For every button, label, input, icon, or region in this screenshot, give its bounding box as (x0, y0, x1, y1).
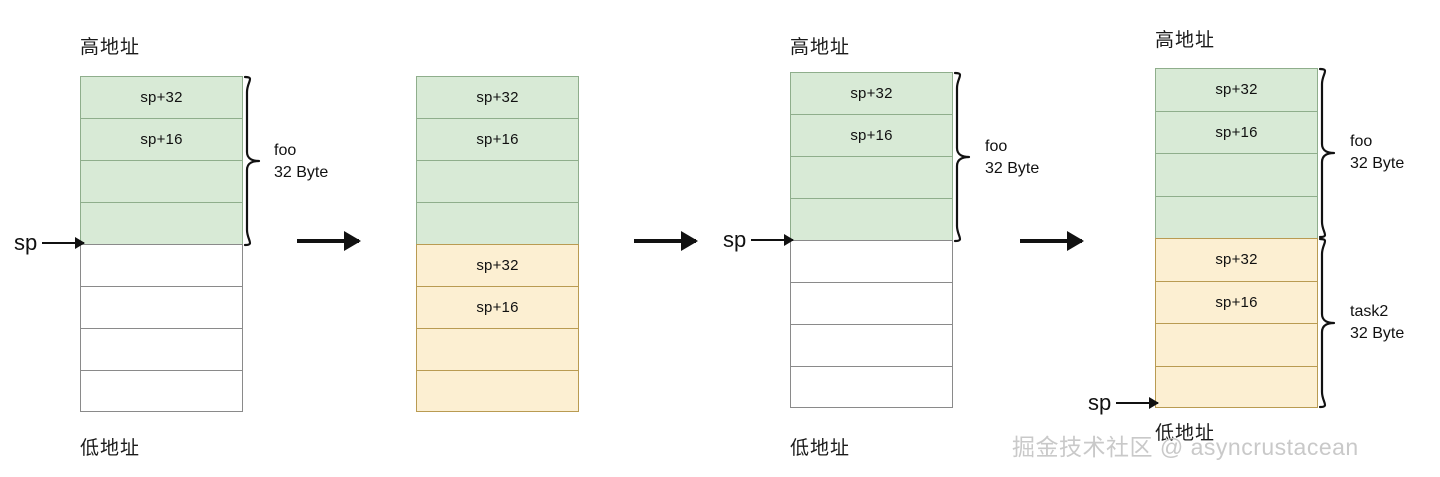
stack-1-cell-5 (80, 286, 243, 328)
stack-3-cell-7 (790, 366, 953, 408)
stack-4-brace-task2-line2: 32 Byte (1350, 324, 1405, 342)
stack-2-cell-0: sp+32 (416, 76, 579, 118)
stack-4-brace-task2-label: task2 32 Byte (1350, 301, 1404, 344)
stack-4-cell-3 (1155, 195, 1318, 238)
stack-4-cell-2 (1155, 153, 1318, 196)
stack-4-sp-label: sp (1088, 390, 1112, 415)
stack-4-brace-foo-line1: foo (1350, 133, 1373, 150)
stack-4-cell-7 (1155, 365, 1318, 408)
stack-2-cell-2 (416, 160, 579, 202)
stack-4-brace-foo-line2: 32 Byte (1350, 154, 1405, 172)
stack-4-brace-foo-label: foo 32 Byte (1350, 131, 1404, 174)
stack-4-sp-pointer: sp (1088, 390, 1160, 415)
stack-1-sp-pointer: sp (14, 230, 86, 255)
stack-1-brace-foo-icon (243, 75, 265, 247)
stack-3-cell-5 (790, 282, 953, 324)
stack-3-brace-foo-label: foo 32 Byte (985, 136, 1039, 179)
stack-1-low-address-label: 低地址 (80, 438, 141, 459)
stack-2-cell-1: sp+16 (416, 118, 579, 160)
stack-4-low-address-label: 低地址 (1155, 423, 1216, 444)
stack-3-cell-3 (790, 198, 953, 240)
stack-2-cell-4: sp+32 (416, 244, 579, 286)
stack-4-cell-1: sp+16 (1155, 110, 1318, 153)
stack-1-cell-3 (80, 202, 243, 244)
stack-4-frame: sp+32 sp+16 sp+32 sp+16 (1155, 68, 1318, 408)
stack-3-high-address-label: 高地址 (790, 37, 851, 58)
stack-3-cell-0: sp+32 (790, 72, 953, 114)
stack-4-cell-5: sp+16 (1155, 280, 1318, 323)
flow-arrow-2-icon (634, 231, 698, 251)
stack-4-high-address-label: 高地址 (1155, 30, 1216, 51)
flow-arrow-3-icon (1020, 231, 1084, 251)
stack-1-brace-foo-label: foo 32 Byte (274, 140, 328, 183)
stack-2-frame: sp+32 sp+16 sp+32 sp+16 (416, 76, 579, 412)
watermark-text: 掘金技术社区 @ asyncrustacean (1012, 434, 1359, 460)
stack-3-cell-2 (790, 156, 953, 198)
stack-3-cell-4 (790, 240, 953, 282)
stack-4-cell-4: sp+32 (1155, 238, 1318, 281)
stack-3-sp-label: sp (723, 227, 747, 252)
stack-3-frame: sp+32 sp+16 (790, 72, 953, 408)
stack-2-cell-6 (416, 328, 579, 370)
stack-2-cell-3 (416, 202, 579, 244)
stack-3-low-address-label: 低地址 (790, 438, 851, 459)
stack-2-cell-7 (416, 370, 579, 412)
stack-1-brace-foo-line2: 32 Byte (274, 163, 329, 181)
stack-1-cell-2 (80, 160, 243, 202)
stack-1-sp-arrow-icon (42, 237, 86, 249)
stack-4-brace-foo-icon (1318, 67, 1340, 239)
stack-4-cell-0: sp+32 (1155, 68, 1318, 111)
stack-3-sp-arrow-icon (751, 234, 795, 246)
stack-4-brace-task2-icon (1318, 237, 1340, 409)
stack-3-brace-foo-line2: 32 Byte (985, 159, 1040, 177)
stack-1-high-address-label: 高地址 (80, 37, 141, 58)
stack-3-brace-foo-line1: foo (985, 138, 1008, 155)
stack-3-cell-1: sp+16 (790, 114, 953, 156)
stack-3-brace-foo-icon (953, 71, 975, 243)
stack-1-cell-7 (80, 370, 243, 412)
stack-4-cell-6 (1155, 323, 1318, 366)
stack-1-frame: sp+32 sp+16 (80, 76, 243, 412)
stack-4-sp-arrow-icon (1116, 397, 1160, 409)
stack-1-cell-6 (80, 328, 243, 370)
stack-4-brace-task2-line1: task2 (1350, 303, 1389, 320)
stack-1-sp-label: sp (14, 230, 38, 255)
flow-arrow-1-icon (297, 231, 361, 251)
stack-3-sp-pointer: sp (723, 227, 795, 252)
stack-3-cell-6 (790, 324, 953, 366)
stack-1-cell-4 (80, 244, 243, 286)
stack-1-brace-foo-line1: foo (274, 142, 297, 159)
stack-2-cell-5: sp+16 (416, 286, 579, 328)
stack-1-cell-0: sp+32 (80, 76, 243, 118)
stack-1-cell-1: sp+16 (80, 118, 243, 160)
